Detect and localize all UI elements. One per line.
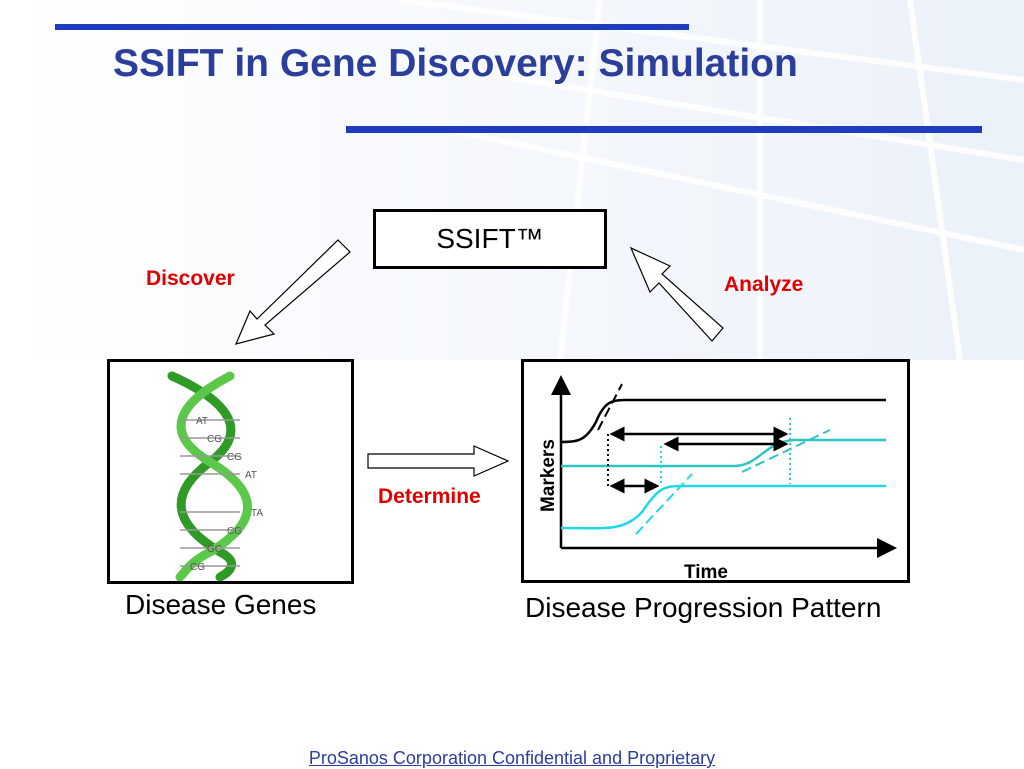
- title-rule-top: [55, 24, 689, 30]
- determine-arrow-icon: [367, 445, 510, 477]
- curve-black-tangent: [597, 383, 623, 431]
- analyze-label: Analyze: [724, 273, 804, 296]
- base-pair-label: AT: [245, 470, 257, 481]
- discover-arrow-icon: [234, 239, 351, 345]
- curve-teal: [561, 438, 886, 468]
- chart-caption: Disease Progression Pattern: [525, 592, 882, 623]
- discover-label: Discover: [146, 267, 235, 290]
- curve-cyan-tangent: [635, 473, 693, 535]
- page-title: SSIFT in Gene Discovery: Simulation: [113, 42, 798, 85]
- curve-teal-tangent: [741, 429, 831, 473]
- ssift-label: SSIFT™: [436, 223, 544, 254]
- base-pair-label: GC: [207, 544, 222, 555]
- ssift-box: SSIFT™: [373, 209, 607, 269]
- base-pair-label: AT: [196, 416, 208, 427]
- analyze-arrow-icon: [629, 246, 724, 342]
- curve-cyan: [560, 484, 886, 530]
- base-pair-label: CG: [227, 526, 242, 537]
- chart-panel: Markers Time: [521, 359, 910, 583]
- y-axis-label: Markers: [538, 439, 559, 512]
- title-rule-bottom: [346, 126, 982, 133]
- base-pair-label: CG: [207, 434, 222, 445]
- base-pair-label: CG: [190, 562, 205, 573]
- base-pair-label: CG: [227, 452, 242, 463]
- curve-black: [560, 398, 886, 444]
- base-pair-label: TA: [251, 508, 263, 519]
- determine-label: Determine: [378, 485, 481, 508]
- dna-caption: Disease Genes: [125, 589, 317, 620]
- footer: ProSanos Corporation Confidential and Pr…: [308, 748, 716, 768]
- dna-helix-icon: AT CG CG AT TA CG GC CG: [167, 371, 263, 582]
- x-axis-label: Time: [684, 562, 728, 580]
- progression-chart: Markers Time: [538, 375, 897, 583]
- dna-panel: AT CG CG AT TA CG GC CG: [107, 359, 354, 584]
